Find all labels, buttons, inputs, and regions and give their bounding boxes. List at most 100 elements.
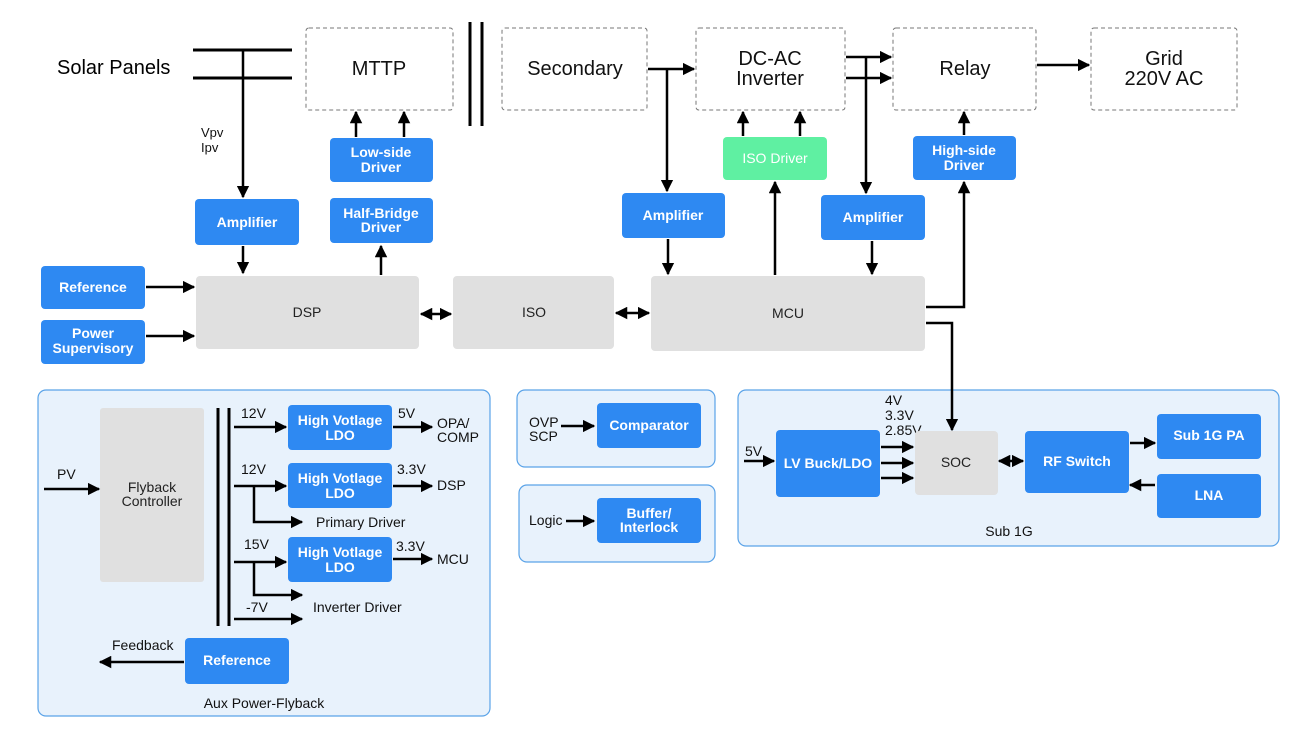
relay-label: Relay [939,58,990,80]
iso-driver-label: ISO Driver [742,150,808,166]
dc-ac-inverter-box [695,27,846,111]
scp-label: SCP [529,428,558,444]
mcu-dest: MCU [437,551,469,567]
high-side-driver-block [913,136,1016,180]
top-row-lines [193,22,1091,199]
amplifier-inverter-block [821,195,925,240]
ipv-label: Ipv [201,140,219,155]
opa-dest: OPA/ [437,415,470,431]
mcu-block [651,276,925,351]
rail4-voltage: -7V [246,599,268,615]
sub1g-input-voltage: 5V [745,443,763,459]
low-side-driver-label-2: Driver [361,159,402,175]
sub1g-panel-title: Sub 1G [985,523,1032,539]
half-bridge-driver-label: Half-Bridge [343,205,419,221]
rail1-voltage: 12V [241,405,267,421]
sub1g-285v-label: 2.85V [885,422,922,438]
feedback-label: Feedback [112,637,174,653]
buffer-interlock-block [597,498,701,543]
amplifier-pv-block [195,199,299,245]
inverter-label: Inverter [736,68,804,90]
amplifier-secondary-label: Amplifier [643,207,704,223]
amplifier-inverter-label: Amplifier [843,209,904,225]
half-bridge-driver-label-2: Driver [361,219,402,235]
dsp-label: DSP [293,304,322,320]
sub1g-4v-label: 4V [885,392,903,408]
flyback-label: Flyback [128,479,177,495]
mttp-label: MTTP [352,58,406,80]
amplifier-secondary-block [622,193,725,238]
ovp-label: OVP [529,414,559,430]
rail2-voltage: 12V [241,461,267,477]
aux-lines [44,408,434,669]
sub1g-lines [744,436,1157,492]
primary-driver-dest: Primary Driver [316,514,406,530]
buffer-label: Buffer/ [626,505,671,521]
iso-label: ISO [522,304,546,320]
iso-block [453,276,614,349]
ldo1-output-voltage: 5V [398,405,416,421]
relay-box [892,27,1037,111]
lna-block [1157,474,1261,518]
inverter-driver-dest: Inverter Driver [313,599,402,615]
hv-ldo-1-block [288,405,392,450]
aux-reference-block [185,638,289,684]
sub1g-33v-label: 3.3V [885,407,914,423]
hv-ldo-3-block [288,537,392,582]
rail3-voltage: 15V [244,536,270,552]
solar-panels-label: Solar Panels [57,57,170,79]
sub1g-panel [737,389,1280,547]
power-supervisory-label: Power [72,325,115,341]
reference-block [41,266,145,309]
rf-switch-block [1025,431,1129,493]
high-side-driver-label-2: Driver [944,157,985,173]
hv-ldo-3-label-2: LDO [325,559,355,575]
mcu-label: MCU [772,305,804,321]
hv-ldo-3-label: High Votlage [298,544,383,560]
grid-voltage-label: 220V AC [1125,68,1204,90]
power-supervisory-label-2: Supervisory [53,340,134,356]
pv-label: PV [57,466,76,482]
sub1g-pa-block [1157,414,1261,459]
lv-buck-ldo-label: LV Buck/LDO [784,455,873,471]
low-side-driver-label: Low-side [351,144,412,160]
low-side-driver-block [330,138,433,182]
comparator-block [597,403,701,448]
aux-reference-label: Reference [203,652,271,668]
amplifier-pv-label: Amplifier [217,214,278,230]
mttp-box [305,27,454,111]
sub1g-pa-label: Sub 1G PA [1173,427,1244,443]
reference-label: Reference [59,279,127,295]
hv-ldo-1-label: High Votlage [298,412,383,428]
ldo2-output-voltage: 3.3V [397,461,426,477]
flyback-controller-label: Controller [122,493,183,509]
comp-dest: COMP [437,429,479,445]
soc-label: SOC [941,454,971,470]
half-bridge-driver-block [330,198,433,243]
iso-driver-block [723,137,827,180]
logic-label: Logic [529,512,562,528]
soc-block [915,431,998,495]
interlock-label: Interlock [620,519,679,535]
flyback-controller-block [100,408,204,582]
power-supervisory-block [41,320,145,364]
ldo3-output-voltage: 3.3V [396,538,425,554]
lna-label: LNA [1195,487,1224,503]
hv-ldo-2-block [288,463,392,508]
high-side-driver-label: High-side [932,142,996,158]
grid-label: Grid [1145,48,1183,70]
dsp-block [196,276,419,349]
secondary-label: Secondary [527,58,623,80]
secondary-box [501,27,648,111]
hv-ldo-1-label-2: LDO [325,427,355,443]
dsp-dest: DSP [437,477,466,493]
grid-box [1090,27,1238,111]
comparator-label: Comparator [609,417,689,433]
hv-ldo-2-label-2: LDO [325,485,355,501]
control-lines [146,110,971,432]
rf-switch-label: RF Switch [1043,453,1111,469]
vpv-label: Vpv [201,125,224,140]
hv-ldo-2-label: High Votlage [298,470,383,486]
lv-buck-ldo-block [776,430,880,497]
